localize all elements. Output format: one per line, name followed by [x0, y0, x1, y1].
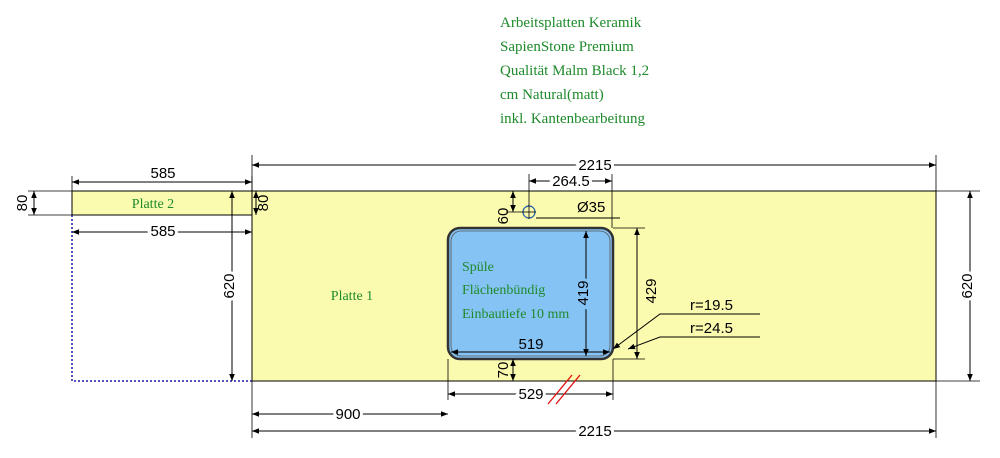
dim-tap-offset: 264.5	[552, 173, 590, 190]
sink-label-line-3: Einbautiefe 10 mm	[462, 307, 569, 322]
dim-bottom-total: 2215	[578, 423, 611, 440]
material-note: Arbeitsplatten Keramik SapienStone Premi…	[500, 11, 649, 131]
dim-radius-inner: r=19.5	[690, 297, 733, 314]
dim-plate2-width-bottom: 585	[150, 223, 175, 240]
dim-plate2-width-top: 585	[150, 165, 175, 182]
dim-radius-outer: r=24.5	[690, 320, 733, 337]
dim-plate2-depth-right: 80	[255, 195, 272, 212]
sink-inner	[450, 230, 611, 357]
plate-2-label: Platte 2	[132, 197, 174, 212]
dim-top-total: 2215	[578, 157, 611, 174]
note-line-3: Qualität Malm Black 1,2	[500, 63, 650, 79]
sink-label-line-1: Spüle	[462, 260, 494, 275]
dim-plate2-depth-left: 80	[14, 195, 31, 212]
dim-tap-diameter: Ø35	[577, 199, 605, 216]
note-line-5: inkl. Kantenbearbeitung	[500, 111, 645, 127]
dim-sink-back-gap: 70	[495, 362, 512, 379]
dim-left-depth: 620	[221, 273, 238, 298]
plate-2	[71, 190, 253, 216]
dim-right-depth: 620	[959, 273, 976, 298]
cut-mark-2	[555, 374, 581, 405]
dim-tap-front: 60	[495, 208, 512, 225]
note-line-4: cm Natural(matt)	[500, 87, 604, 103]
dim-sink-outer-depth: 429	[643, 278, 660, 303]
dim-sink-left-offset: 900	[335, 406, 360, 423]
dim-sink-inner-width: 519	[518, 336, 543, 353]
dim-sink-inner-depth: 419	[575, 280, 592, 305]
dim-sink-outer-width: 529	[518, 386, 543, 403]
note-line-2: SapienStone Premium	[500, 39, 634, 55]
cut-mark-1	[547, 374, 573, 405]
plate-1-label: Platte 1	[331, 289, 373, 304]
cabinet-outline-dashed	[71, 215, 252, 382]
sink-outer	[446, 226, 615, 361]
sink-label-line-2: Flächenbündig	[462, 283, 545, 298]
note-line-1: Arbeitsplatten Keramik	[500, 15, 642, 31]
